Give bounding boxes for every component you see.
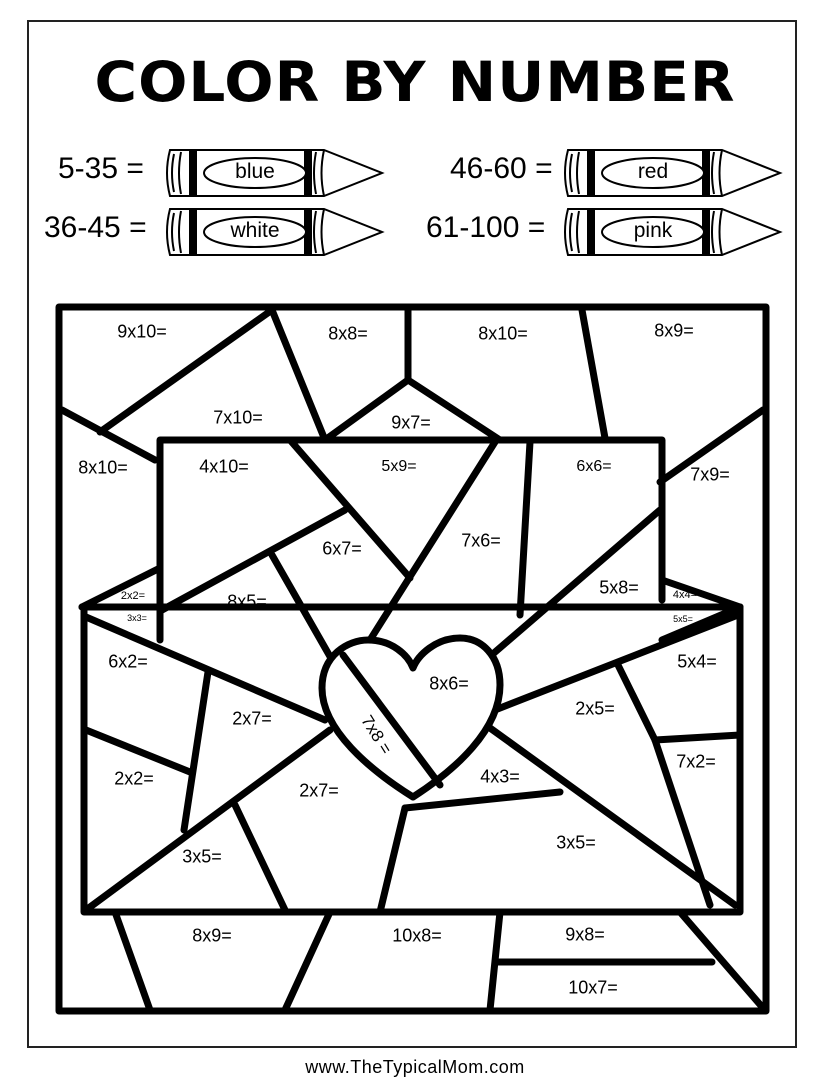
problem-label: 6x2= (108, 651, 148, 672)
crayon-blue: blue (164, 146, 394, 200)
problem-label: 2x2= (114, 768, 154, 789)
problem-label: 7x9= (690, 464, 730, 485)
problem-label: 9x10= (117, 321, 167, 342)
crayon-label: blue (235, 160, 275, 183)
problem-label: 6x6= (576, 458, 612, 475)
problem-label: 5x4= (677, 651, 717, 672)
key-range-white: 36-45 = (44, 211, 147, 244)
crayon-label: red (637, 160, 669, 183)
crayon-label: pink (633, 219, 673, 242)
problem-label: 3x5= (556, 832, 596, 853)
page-title: COLOR BY NUMBER (94, 49, 736, 115)
problem-label: 10x7= (568, 977, 618, 998)
footer-url: www.TheTypicalMom.com (305, 1057, 525, 1077)
problem-label: 5x8= (599, 577, 639, 598)
problem-label: 7x10= (213, 407, 263, 428)
problem-label: 8x9= (654, 320, 694, 341)
problem-label: 8x5= (227, 591, 267, 612)
problem-label: 8x8= (328, 323, 368, 344)
crayon-pink: pink (562, 205, 792, 259)
key-range-pink: 61-100 = (426, 211, 546, 244)
problem-label: 3x3= (127, 613, 147, 623)
problem-label: 2x7= (299, 780, 339, 801)
problem-label: 9x8= (565, 924, 605, 945)
problem-label: 2x5= (575, 698, 615, 719)
problem-label: 7x2= (676, 751, 716, 772)
problem-label: 4x4= (672, 589, 698, 601)
problem-label: 4x10= (199, 456, 249, 477)
problem-label: 8x9= (192, 925, 232, 946)
key-range-blue: 5-35 = (58, 152, 144, 185)
problem-label: 10x8= (392, 925, 442, 946)
problem-label: 6x7= (322, 538, 362, 559)
crayon-white: white (164, 205, 394, 259)
problem-label: 5x9= (381, 458, 417, 475)
problem-label: 5x5= (673, 614, 693, 624)
problem-label: 2x7= (232, 708, 272, 729)
problem-label: 9x7= (391, 412, 431, 433)
problem-label: 8x10= (478, 323, 528, 344)
problem-label: 8x6= (429, 673, 469, 694)
page-border (27, 20, 797, 1048)
problem-label: 7x6= (461, 530, 501, 551)
problem-label: 4x3= (480, 766, 520, 787)
problem-label: 3x5= (182, 846, 222, 867)
problem-label: 8x10= (78, 457, 128, 478)
crayon-label: white (230, 219, 280, 242)
problem-label: 2x2= (120, 590, 146, 602)
crayon-red: red (562, 146, 792, 200)
key-range-red: 46-60 = (450, 152, 553, 185)
